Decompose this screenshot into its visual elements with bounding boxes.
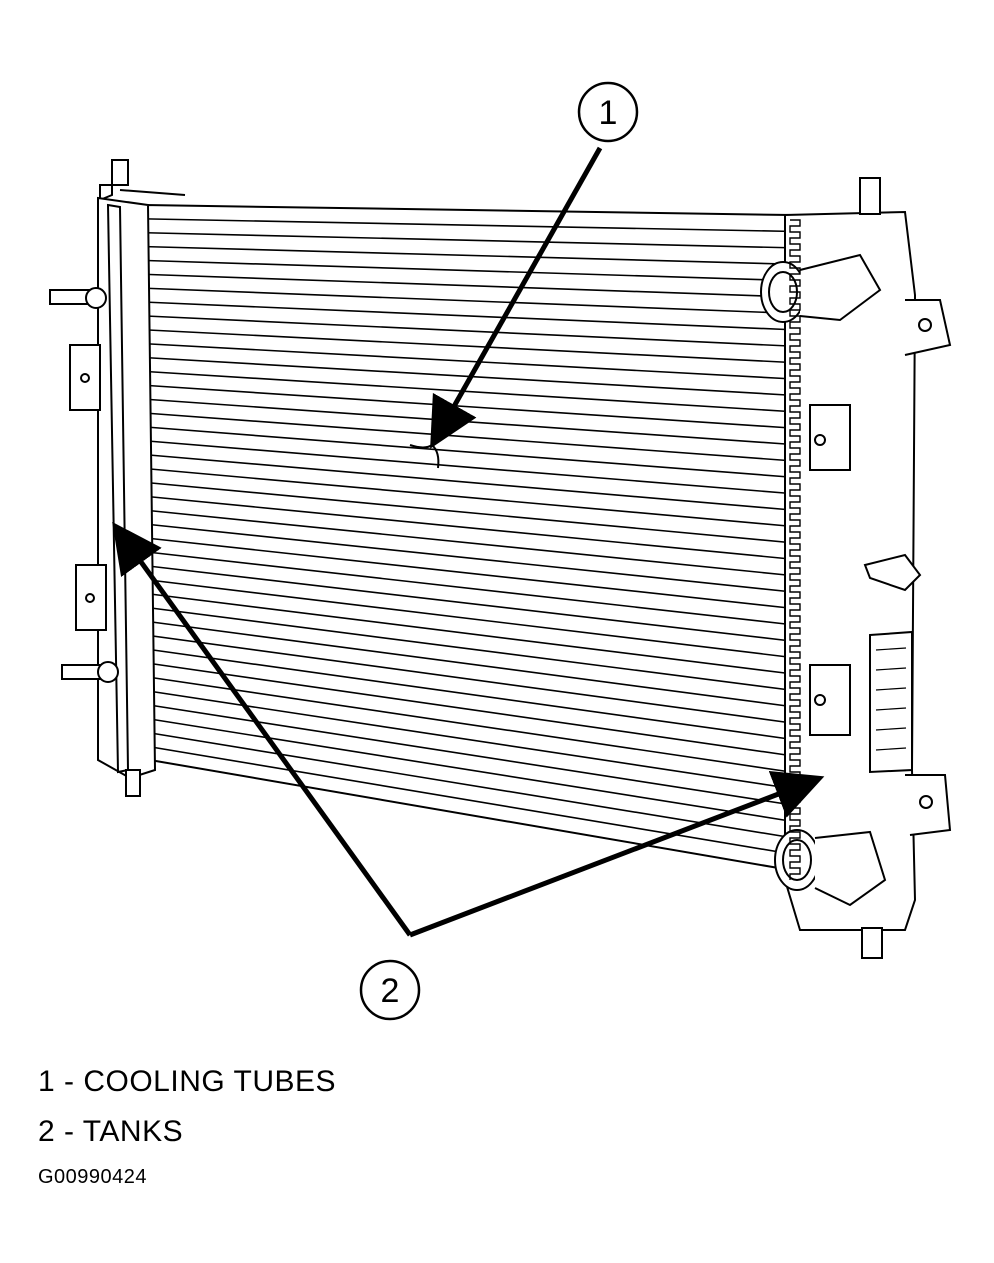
cooling-tube <box>145 662 790 757</box>
cooling-tube <box>145 564 790 642</box>
cooling-tube <box>145 481 790 544</box>
cooling-tube <box>145 578 790 658</box>
cooling-tube <box>145 370 790 413</box>
right-tank <box>760 177 952 959</box>
callout-1: 1 <box>430 81 639 449</box>
cooling-tube <box>145 648 790 740</box>
tank-seam-teeth <box>789 219 801 880</box>
cooling-tube <box>145 689 790 789</box>
cooling-tube <box>145 551 790 626</box>
figure-id: G00990424 <box>38 1166 148 1188</box>
cooling-tube <box>145 315 790 347</box>
tank-seam <box>789 219 801 880</box>
cooling-tube <box>145 342 790 380</box>
cooling-tube <box>145 745 790 855</box>
cooling-tube <box>145 453 790 511</box>
cooling-tube <box>145 301 790 331</box>
cooling-tube <box>145 717 790 822</box>
cooling-tube <box>145 731 790 839</box>
left-tank <box>49 159 186 797</box>
cooling-tube <box>145 537 790 609</box>
cooling-tube <box>145 592 790 675</box>
legend: 1 - COOLING TUBES 2 - TANKS <box>38 1062 336 1162</box>
cooling-tube <box>145 287 790 315</box>
cooling-tube <box>145 259 790 282</box>
cooling-tube <box>145 245 790 265</box>
cooling-tube <box>145 426 790 478</box>
radiator-diagram: 1 2 <box>49 81 952 1021</box>
cooling-tube <box>145 231 790 249</box>
callout-2-number: 2 <box>381 972 400 1010</box>
cooling-tube <box>145 467 790 527</box>
cooling-tube <box>145 634 790 724</box>
legend-item-cooling-tubes: 1 - COOLING TUBES <box>38 1065 337 1098</box>
cooling-tube <box>145 509 790 577</box>
cooling-tube <box>145 273 790 298</box>
cooling-tube <box>145 356 790 396</box>
cooling-tube <box>145 620 790 708</box>
radiator-core <box>143 203 791 872</box>
cooling-tube <box>145 675 790 773</box>
callout-1-number: 1 <box>599 94 618 132</box>
cooling-tube <box>145 329 790 364</box>
cooling-tube <box>145 495 790 560</box>
callout-2: 2 <box>112 521 825 1021</box>
cooling-tube <box>145 606 790 691</box>
cooling-tube <box>145 218 790 233</box>
cooling-tube <box>145 440 790 495</box>
legend-item-tanks: 2 - TANKS <box>38 1115 184 1148</box>
cooling-tube <box>145 523 790 593</box>
